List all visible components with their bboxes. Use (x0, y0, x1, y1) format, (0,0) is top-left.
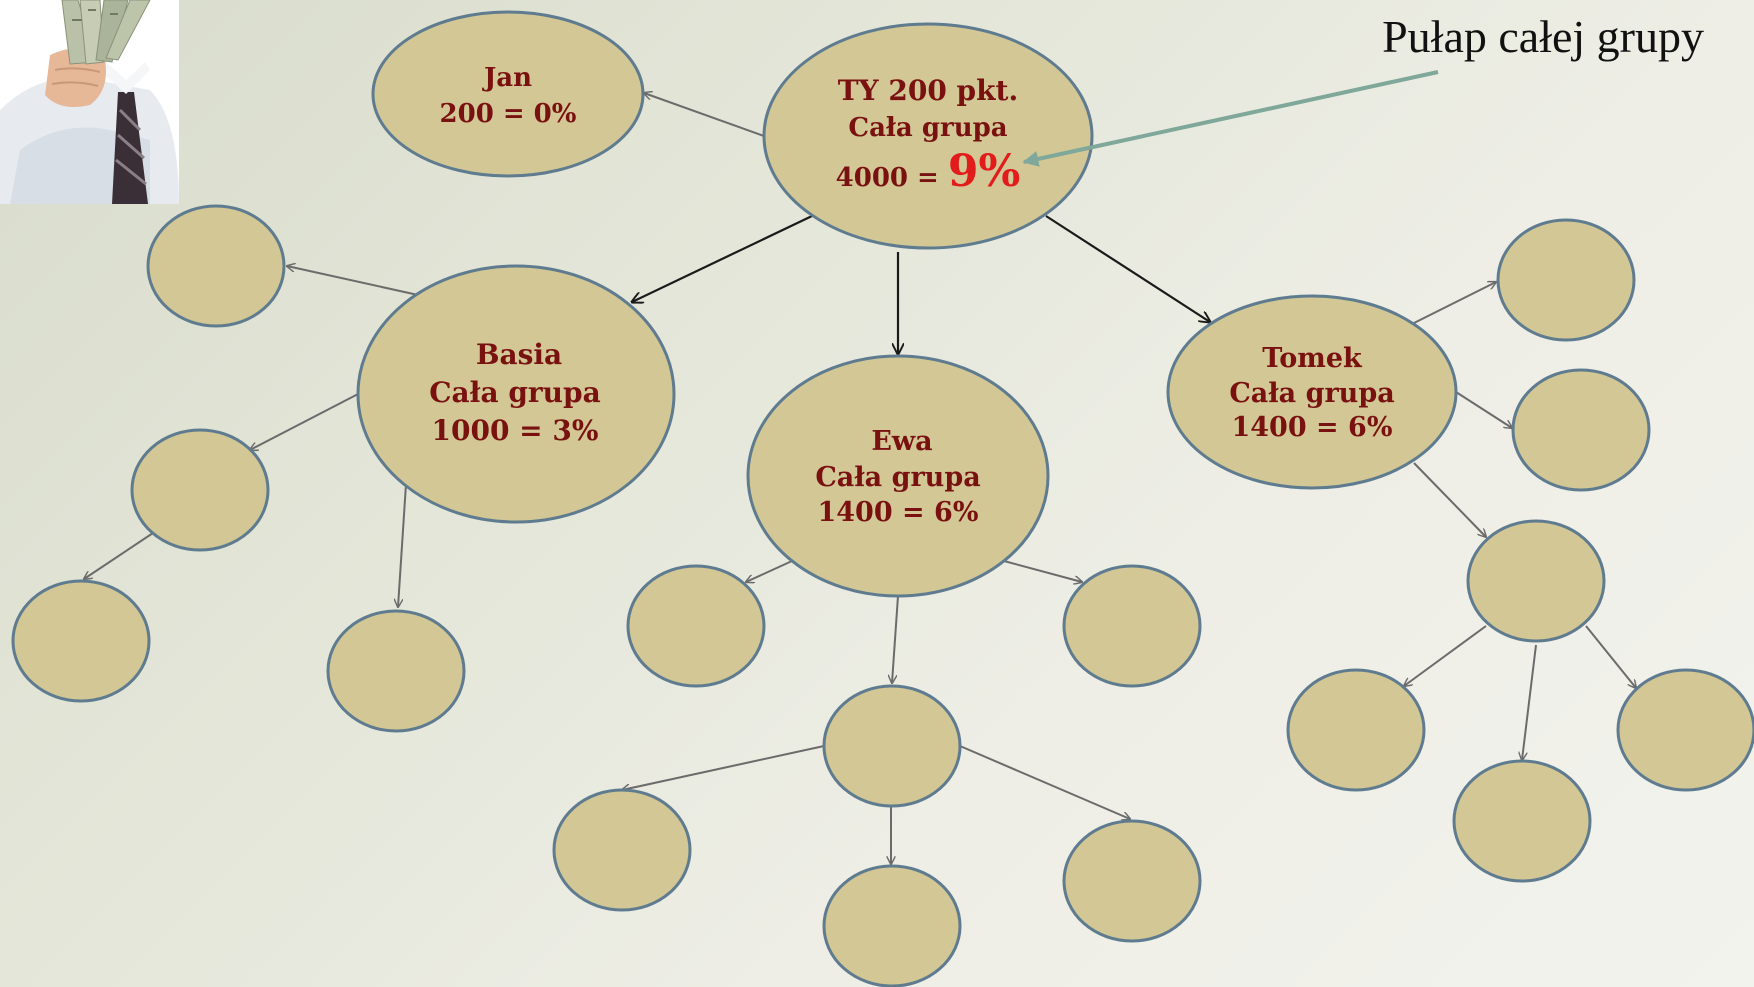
node-jan: Jan 200 = 0% (371, 10, 645, 178)
edge-root-tomek (1045, 215, 1210, 322)
node-basia-grandchild (11, 579, 151, 703)
edge-tomek-child3 (1413, 462, 1486, 537)
node-basia-child3 (326, 609, 466, 733)
edge-ewa-child3 (892, 595, 899, 683)
callout-arrow (1022, 70, 1439, 167)
node-ewa-value: 1400 = 6% (817, 497, 978, 528)
node-tomek-name: Tomek (1262, 343, 1363, 374)
node-tomek-child2 (1511, 368, 1651, 492)
node-tomek-child3 (1466, 519, 1606, 643)
node-ewa-child3 (822, 684, 962, 808)
edges (84, 93, 1636, 864)
edge-ewa-child3-right (959, 745, 1130, 819)
edge-tomek-child1 (1413, 282, 1496, 324)
node-basia-child1 (146, 204, 286, 328)
node-tomek-grandchild-left (1286, 668, 1426, 792)
node-root-value: 4000 = 9% (836, 146, 1021, 197)
node-root: TY 200 pkt. Cała grupa 4000 = 9% (762, 22, 1094, 250)
edge-basia-child1 (287, 266, 419, 296)
node-ewa-grandchild-right (1062, 819, 1202, 943)
node-basia-name: Basia (476, 338, 562, 371)
node-ewa-child2 (1062, 564, 1202, 688)
edge-root-basia (632, 215, 813, 302)
edge-basia-child2 (250, 392, 361, 450)
edge-tomek-child3-mid (1522, 644, 1537, 760)
node-jan-name: Jan (482, 63, 532, 93)
node-ewa: Ewa Cała grupa 1400 = 6% (746, 354, 1050, 598)
node-tomek: Tomek Cała grupa 1400 = 6% (1166, 294, 1458, 490)
edge-tomek-child3-right (1585, 625, 1636, 688)
node-jan-value: 200 = 0% (440, 99, 577, 129)
node-tomek-value: 1400 = 6% (1231, 412, 1392, 443)
empty-nodes (11, 204, 1754, 987)
node-ewa-grandchild-left (552, 788, 692, 912)
node-ewa-subtitle: Cała grupa (815, 462, 980, 493)
node-ewa-grandchild-mid (822, 864, 962, 987)
node-basia-subtitle: Cała grupa (429, 376, 601, 409)
node-root-subtitle: Cała grupa (848, 113, 1007, 143)
callout-text: Pułap całej grupy (1382, 11, 1704, 62)
edge-root-jan (644, 93, 765, 137)
edge-basia-child2-grandchild (84, 532, 154, 579)
edge-ewa-child3-left (622, 745, 825, 790)
node-root-percent: 9% (948, 146, 1020, 197)
node-ewa-name: Ewa (871, 426, 932, 457)
node-root-title: TY 200 pkt. (838, 74, 1018, 107)
node-ewa-child1 (626, 564, 766, 688)
node-tomek-subtitle: Cała grupa (1229, 378, 1394, 409)
node-tomek-child1 (1496, 218, 1636, 342)
edge-tomek-child2 (1455, 391, 1512, 428)
node-basia: Basia Cała grupa 1000 = 3% (356, 264, 676, 524)
node-basia-value: 1000 = 3% (432, 414, 599, 447)
node-root-value-prefix: 4000 = (836, 163, 948, 193)
edge-ewa-child2 (1003, 560, 1082, 582)
node-tomek-grandchild-mid (1452, 759, 1592, 883)
edge-ewa-child1 (746, 560, 793, 582)
node-tomek-grandchild-right (1616, 668, 1754, 792)
edge-tomek-child3-left (1404, 625, 1487, 686)
edge-basia-child3 (398, 483, 407, 607)
man-holding-money-icon (0, 0, 179, 204)
node-basia-child2 (130, 428, 270, 552)
